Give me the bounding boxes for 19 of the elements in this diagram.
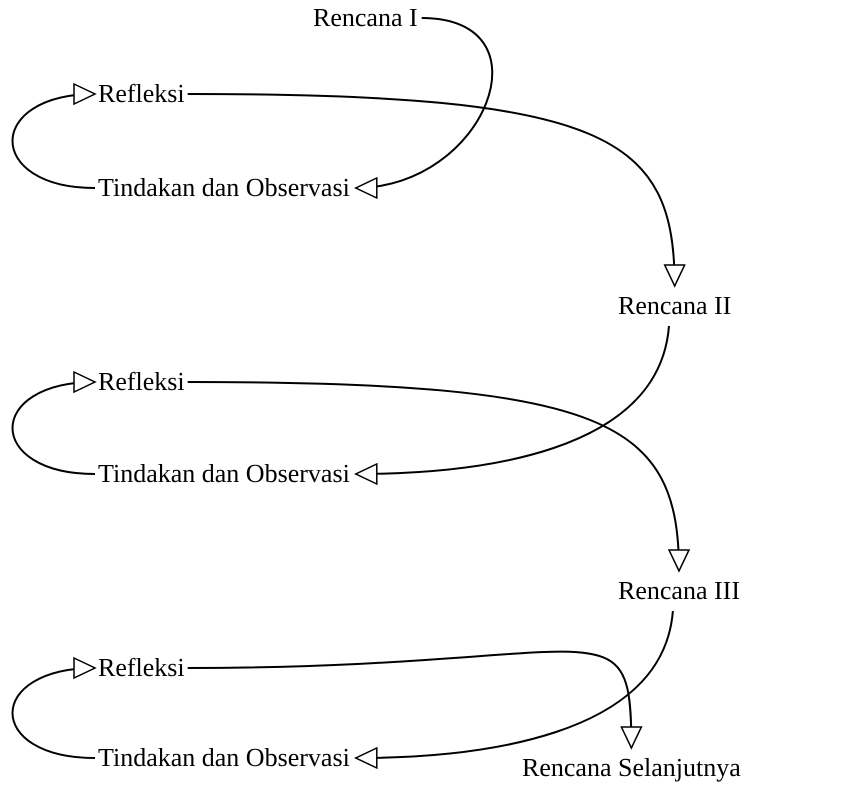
stage-label: Rencana II bbox=[618, 290, 732, 322]
stage-label: Refleksi bbox=[98, 78, 185, 110]
stage-label: Refleksi bbox=[98, 652, 185, 684]
hollow-arrow bbox=[12, 658, 96, 759]
hollow-arrow bbox=[355, 17, 493, 196]
hollow-arrow bbox=[12, 84, 96, 189]
hollow-arrow bbox=[12, 372, 96, 475]
stage-label: Tindakan dan Observasi bbox=[98, 172, 350, 204]
hollow-arrow bbox=[188, 381, 689, 572]
hollow-arrow bbox=[188, 650, 642, 749]
hollow-arrow bbox=[355, 610, 674, 768]
hollow-arrow bbox=[188, 93, 684, 287]
stage-label: Rencana III bbox=[618, 575, 740, 607]
stage-label: Rencana I bbox=[313, 2, 418, 34]
hollow-arrow bbox=[355, 326, 670, 484]
stage-label: Refleksi bbox=[98, 366, 185, 398]
stage-label: Tindakan dan Observasi bbox=[98, 742, 350, 774]
stage-label: Rencana Selanjutnya bbox=[522, 752, 741, 784]
stage-label: Tindakan dan Observasi bbox=[98, 458, 350, 490]
